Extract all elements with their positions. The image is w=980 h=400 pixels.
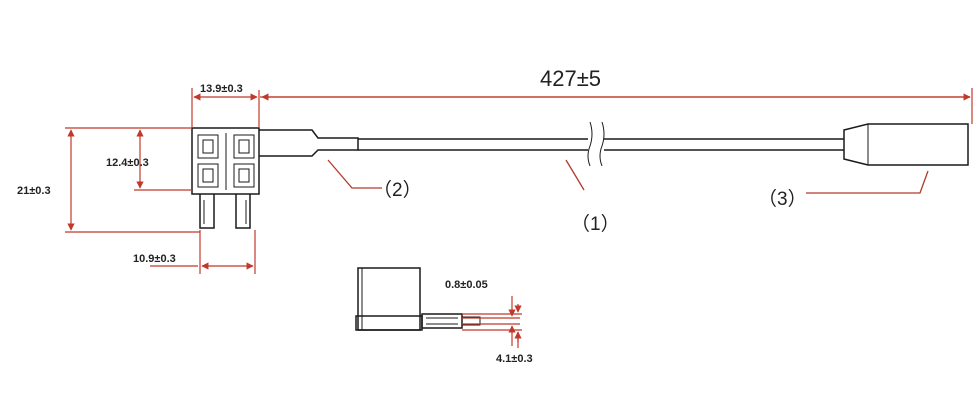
dim-body-height: 21±0.3 [17,185,51,197]
dim-total-length: 427±5 [540,66,601,91]
terminal-connector [843,123,969,166]
dim-side-height: 4.1±0.3 [496,353,533,365]
callout-terminal: （3） [758,188,807,210]
dim-width-top: 13.9±0.3 [200,83,243,95]
callout-leaders [327,159,929,194]
dimension-lines [65,88,973,348]
fuse-holder-side-view [355,267,481,331]
callout-fuse-holder: （2） [373,179,422,201]
callout-wire: （1） [571,213,620,235]
wire [358,121,844,167]
fuse-holder-front-view [191,127,359,229]
dim-leg-width: 10.9±0.3 [133,253,176,265]
dim-blade-span: 12.4±0.3 [106,157,149,169]
dim-blade-thickness: 0.8±0.05 [445,279,488,291]
